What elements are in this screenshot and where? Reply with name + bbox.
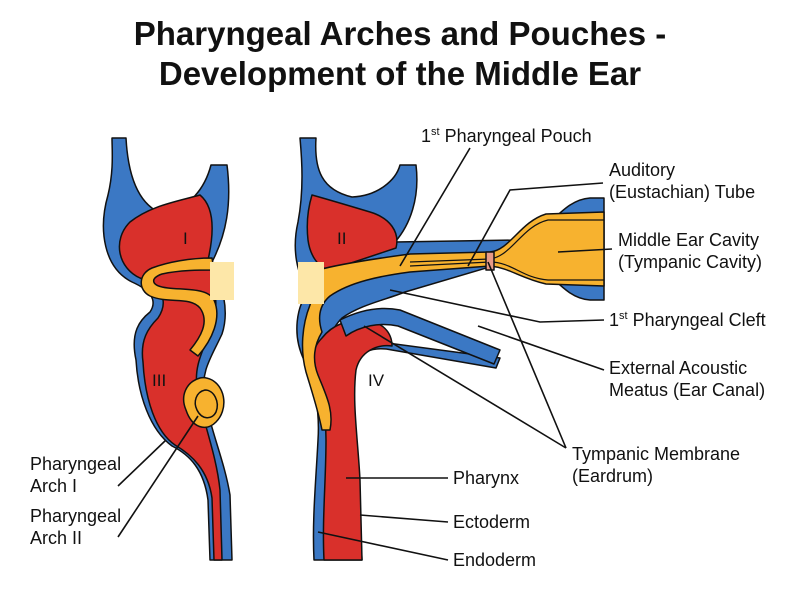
right-arch-column — [294, 137, 605, 561]
leader-lines — [117, 147, 613, 561]
right-mesoderm-lower — [312, 318, 393, 561]
leader-arch-two — [117, 415, 199, 538]
label-auditory-tube: Auditory (Eustachian) Tube — [609, 160, 755, 202]
left-endoderm-inner-bulb — [194, 389, 218, 419]
arch-numeral-ii: II — [337, 229, 346, 248]
label-ectoderm: Ectoderm — [453, 512, 530, 532]
leader-ectoderm — [359, 514, 449, 523]
right-endoderm-pouch-tube — [301, 211, 605, 431]
leader-tympanic-membrane-2 — [363, 325, 567, 449]
leader-endoderm — [317, 531, 449, 561]
arch-numeral-iv: IV — [368, 371, 385, 390]
label-endoderm: Endoderm — [453, 550, 536, 570]
label-pharynx: Pharynx — [453, 468, 519, 488]
leader-ear-canal — [477, 325, 605, 371]
label-middle-ear-cavity: Middle Ear Cavity (Tympanic Cavity) — [618, 230, 764, 272]
arch-numeral-iii: III — [152, 371, 166, 390]
diagram-title: Pharyngeal Arches and Pouches - Developm… — [0, 14, 800, 94]
left-pouch-glow — [210, 262, 234, 300]
left-endoderm-loop — [140, 257, 218, 357]
leader-first-cleft — [389, 289, 605, 323]
arch-numeral-i: I — [183, 229, 188, 248]
label-external-acoustic-meatus: External Acoustic Meatus (Ear Canal) — [609, 358, 765, 400]
title-line-2: Development of the Middle Ear — [158, 55, 642, 92]
left-mesoderm — [118, 194, 223, 561]
title-line-1: Pharyngeal Arches and Pouches - — [133, 15, 667, 52]
leader-tympanic-membrane-1 — [487, 261, 567, 449]
label-tympanic-membrane: Tympanic Membrane (Eardrum) — [572, 444, 745, 486]
label-pharyngeal-arch-two: Pharyngeal Arch II — [30, 506, 126, 548]
tympanic-membrane-shape — [485, 251, 495, 271]
right-mesoderm — [306, 194, 398, 271]
label-pharyngeal-arch-one: Pharyngeal Arch I — [30, 454, 126, 496]
ear-canal-tube — [339, 307, 501, 365]
leader-arch-one — [117, 439, 167, 487]
left-arch-column — [102, 137, 233, 561]
label-first-pharyngeal-cleft: 1st Pharyngeal Cleft — [609, 310, 766, 330]
leader-auditory-tube — [467, 182, 604, 267]
leader-first-pouch — [399, 147, 471, 267]
right-pouch-glow — [298, 262, 324, 304]
leader-middle-ear — [557, 248, 613, 253]
label-first-pharyngeal-pouch: 1st Pharyngeal Pouch — [421, 126, 592, 146]
